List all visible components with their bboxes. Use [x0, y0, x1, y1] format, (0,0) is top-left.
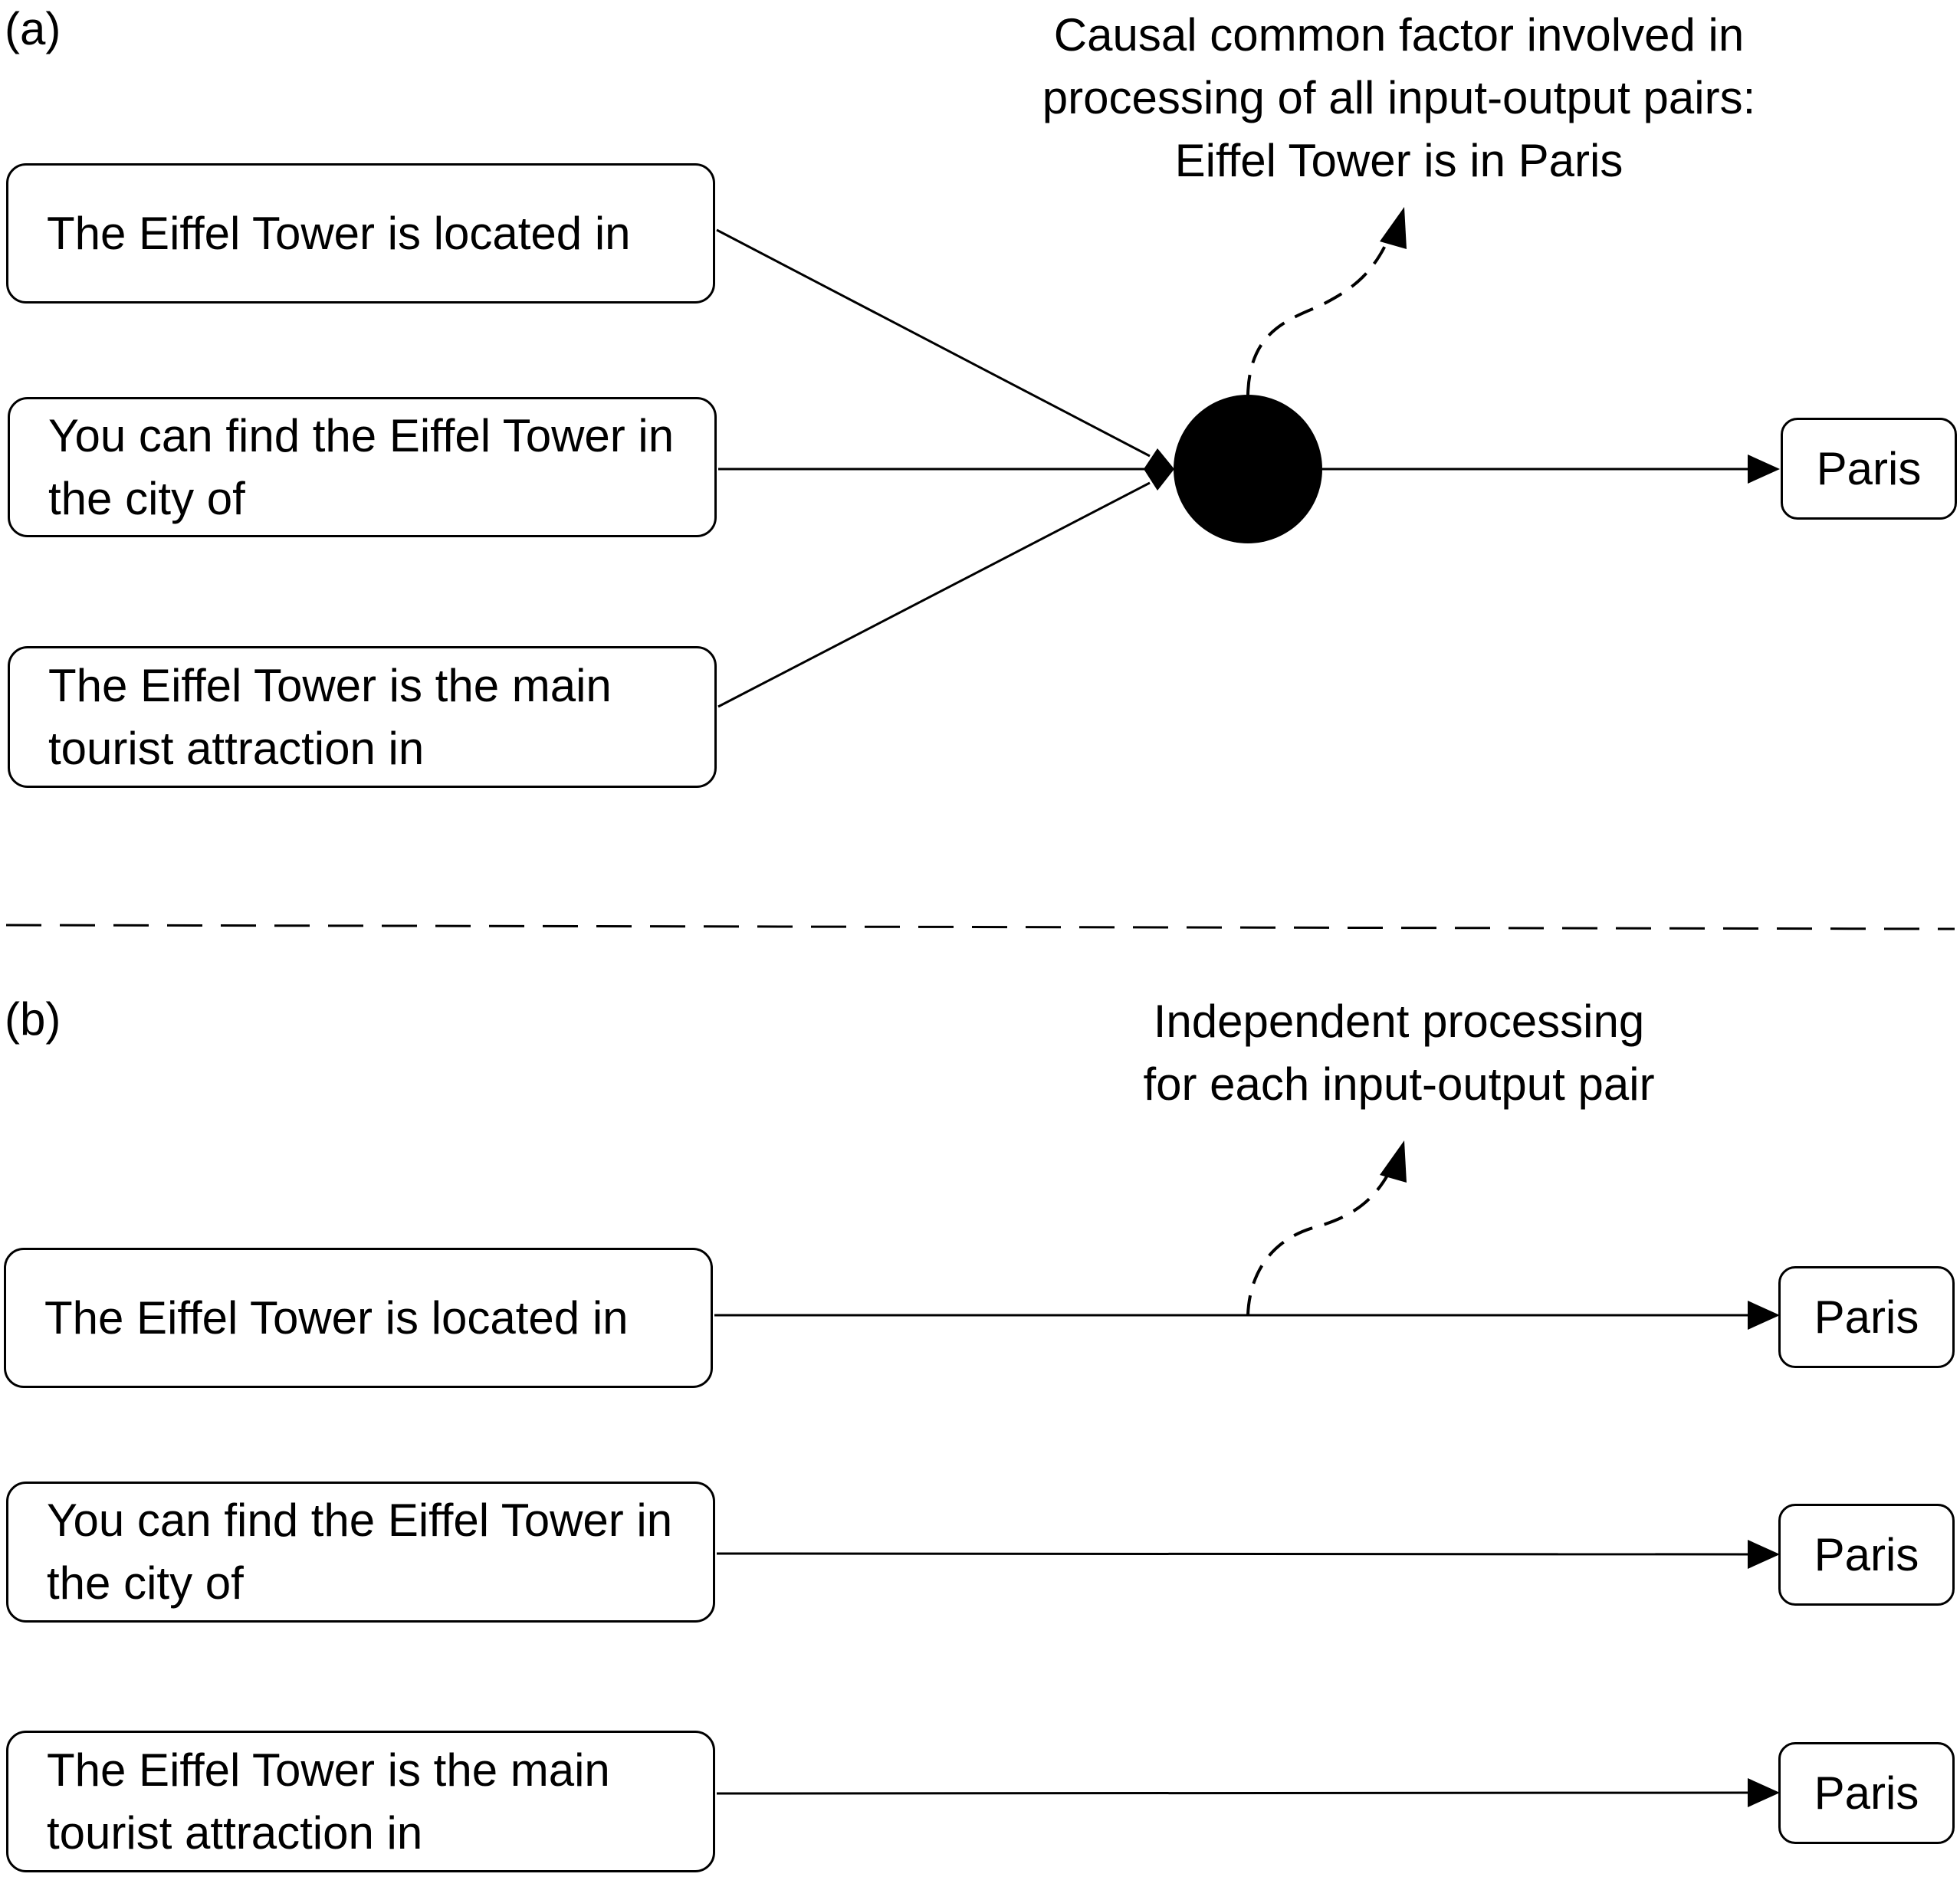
- output-box-b3: Paris: [1778, 1742, 1955, 1844]
- output-box-a: Paris: [1781, 418, 1957, 520]
- output-box-b1: Paris: [1778, 1266, 1955, 1368]
- dashed-arrowhead-a: [1380, 207, 1407, 249]
- caption-a-line: Eiffel Tower is in Paris: [1174, 135, 1623, 186]
- caption-b: Independent processing for each input-ou…: [1050, 990, 1748, 1116]
- common-factor-node: [1174, 395, 1322, 543]
- input-box-b2: You can find the Eiffel Tower in the cit…: [6, 1482, 715, 1623]
- edge-input3-node: [717, 481, 1151, 708]
- input-text: The Eiffel Tower is located in: [47, 207, 631, 259]
- dashed-arrowhead-b: [1380, 1140, 1407, 1183]
- input-box-b1: The Eiffel Tower is located in: [4, 1248, 713, 1388]
- causal-dashed-arrow-a: [1246, 237, 1390, 395]
- output-arrowhead-b2: [1748, 1540, 1780, 1569]
- panel-label-a: (a): [5, 3, 61, 54]
- caption-a: Causal common factor involved in process…: [996, 4, 1801, 192]
- panel-divider: [5, 924, 1955, 930]
- output-text: Paris: [1816, 443, 1922, 494]
- output-arrowhead-a: [1748, 454, 1780, 484]
- input-text: The Eiffel Tower is located in: [44, 1291, 629, 1344]
- output-arrowhead-b1: [1748, 1301, 1780, 1330]
- output-text: Paris: [1814, 1291, 1919, 1343]
- input-text: The Eiffel Tower is the main tourist att…: [48, 659, 612, 774]
- edge-input1-node: [716, 228, 1151, 458]
- output-box-b2: Paris: [1778, 1504, 1955, 1606]
- input-box-a1: The Eiffel Tower is located in: [6, 163, 715, 304]
- panel-label-b: (b): [5, 993, 61, 1045]
- node-arrowhead: [1144, 448, 1174, 491]
- input-text: You can find the Eiffel Tower in the cit…: [47, 1495, 673, 1609]
- input-text: You can find the Eiffel Tower in the cit…: [48, 409, 675, 524]
- input-text: The Eiffel Tower is the main tourist att…: [47, 1744, 610, 1859]
- independent-dashed-arrow-b: [1246, 1172, 1390, 1316]
- output-arrowhead-b3: [1748, 1778, 1780, 1807]
- input-box-b3: The Eiffel Tower is the main tourist att…: [6, 1731, 715, 1872]
- input-box-a3: The Eiffel Tower is the main tourist att…: [8, 646, 717, 788]
- caption-a-line: Causal common factor involved in: [1053, 9, 1745, 61]
- output-text: Paris: [1814, 1529, 1919, 1580]
- caption-b-line: for each input-output pair: [1143, 1058, 1655, 1110]
- caption-a-line: processing of all input-output pairs:: [1042, 72, 1756, 123]
- input-box-a2: You can find the Eiffel Tower in the cit…: [8, 397, 717, 537]
- output-text: Paris: [1814, 1767, 1919, 1819]
- caption-b-line: Independent processing: [1153, 996, 1645, 1047]
